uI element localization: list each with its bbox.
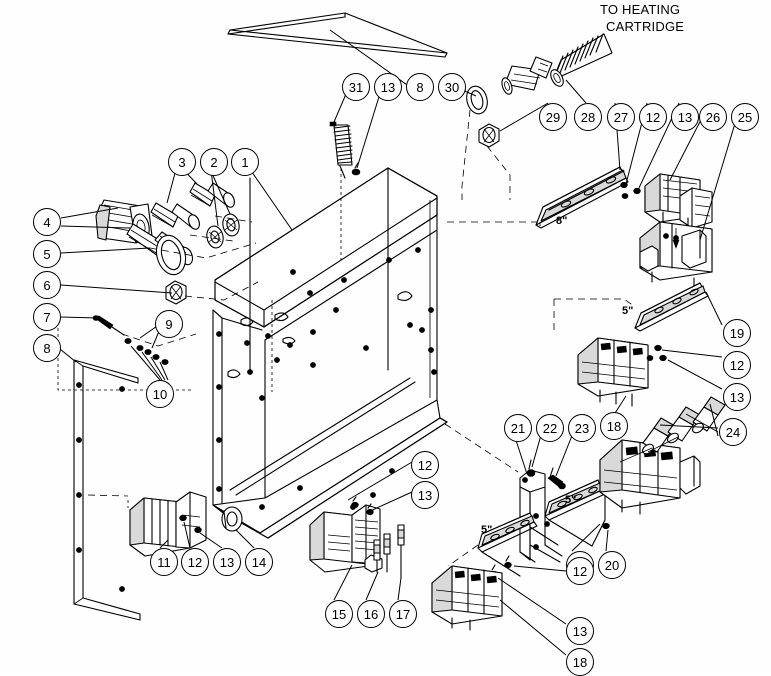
note-heating-cartridge-line2: CARTRIDGE	[606, 19, 685, 34]
din-rail-8in-27	[535, 166, 629, 229]
callout-18[interactable]: 18	[566, 648, 594, 676]
callout-15[interactable]: 15	[325, 600, 353, 628]
callout-18[interactable]: 18	[600, 412, 628, 440]
callout-8[interactable]: 8	[33, 334, 61, 362]
coil-spring-31	[329, 121, 353, 179]
hose-fitting-top	[501, 56, 553, 95]
callout-3[interactable]: 3	[168, 148, 196, 176]
cable-gland-3a	[150, 202, 200, 230]
callout-20[interactable]: 20	[598, 551, 626, 579]
din-rail-5in-lower	[477, 512, 538, 577]
note-heating-cartridge-line1: TO HEATING	[600, 2, 681, 17]
large-seal-ring	[155, 234, 187, 276]
callout-5[interactable]: 5	[33, 240, 61, 268]
callout-13[interactable]: 13	[566, 617, 594, 645]
callout-13[interactable]: 13	[213, 548, 241, 576]
callout-13[interactable]: 13	[723, 383, 751, 411]
callout-25[interactable]: 25	[731, 103, 759, 131]
callout-26[interactable]: 26	[699, 103, 727, 131]
callout-14[interactable]: 14	[245, 548, 273, 576]
din-rail-5in-upper	[634, 282, 709, 332]
callout-2[interactable]: 2	[200, 148, 228, 176]
callout-12[interactable]: 12	[181, 548, 209, 576]
callout-21[interactable]: 21	[504, 414, 532, 442]
callout-31[interactable]: 31	[342, 73, 370, 101]
sealing-nut-6	[165, 280, 187, 305]
enclosure-assembly	[212, 12, 448, 539]
rivets-9-10	[124, 338, 169, 365]
seal-ring-30	[466, 85, 488, 115]
callout-29[interactable]: 29	[539, 103, 567, 131]
contactor-25	[639, 221, 713, 287]
heater-hose-part	[550, 33, 613, 87]
callout-13[interactable]: 13	[671, 103, 699, 131]
callout-12[interactable]: 12	[411, 451, 439, 479]
dimension-5in-lower: 5"	[481, 524, 493, 536]
aux-contact-block-26	[644, 173, 713, 233]
bolt-23	[547, 474, 566, 490]
grommet-14	[221, 506, 243, 532]
nut-22	[526, 469, 536, 477]
callout-12[interactable]: 12	[639, 103, 667, 131]
callout-7[interactable]: 7	[33, 303, 61, 331]
callout-27[interactable]: 27	[607, 103, 635, 131]
terminal-block-11	[129, 491, 207, 557]
callout-19[interactable]: 19	[723, 319, 751, 347]
breaker-lower-18b	[431, 565, 503, 631]
callout-24[interactable]: 24	[719, 418, 747, 446]
door-gasket-8	[73, 359, 141, 621]
callout-9[interactable]: 9	[155, 310, 183, 338]
screw-pin-7	[92, 315, 125, 336]
breaker-upper-18	[577, 337, 649, 407]
callout-8[interactable]: 8	[406, 73, 434, 101]
dimension-5in-middle: 5"	[565, 494, 577, 506]
callout-10[interactable]: 10	[146, 380, 174, 408]
hex-nut-29	[478, 123, 500, 148]
callout-13[interactable]: 13	[374, 73, 402, 101]
callout-28[interactable]: 28	[574, 103, 602, 131]
callout-17[interactable]: 17	[389, 600, 417, 628]
callout-16[interactable]: 16	[357, 600, 385, 628]
callout-11[interactable]: 11	[150, 548, 178, 576]
fuse-17	[397, 524, 405, 579]
dimension-5in-upper: 5"	[622, 305, 634, 317]
callout-22[interactable]: 22	[536, 414, 564, 442]
callout-12[interactable]: 12	[723, 351, 751, 379]
lock-nut-2b	[222, 213, 240, 237]
callout-12[interactable]: 12	[566, 557, 594, 585]
callout-4[interactable]: 4	[33, 208, 61, 236]
dimension-8in-din-rail: 8"	[556, 215, 568, 227]
callout-30[interactable]: 30	[438, 73, 466, 101]
fuse-cartridges-24	[642, 396, 726, 455]
lock-nut-2a	[206, 225, 224, 249]
din-rail-5in-mid	[544, 479, 606, 547]
callout-1[interactable]: 1	[231, 148, 259, 176]
callout-6[interactable]: 6	[33, 271, 61, 299]
callout-23[interactable]: 23	[568, 414, 596, 442]
callout-13[interactable]: 13	[411, 481, 439, 509]
fuse-16	[373, 533, 391, 573]
transformer-15	[309, 504, 383, 573]
